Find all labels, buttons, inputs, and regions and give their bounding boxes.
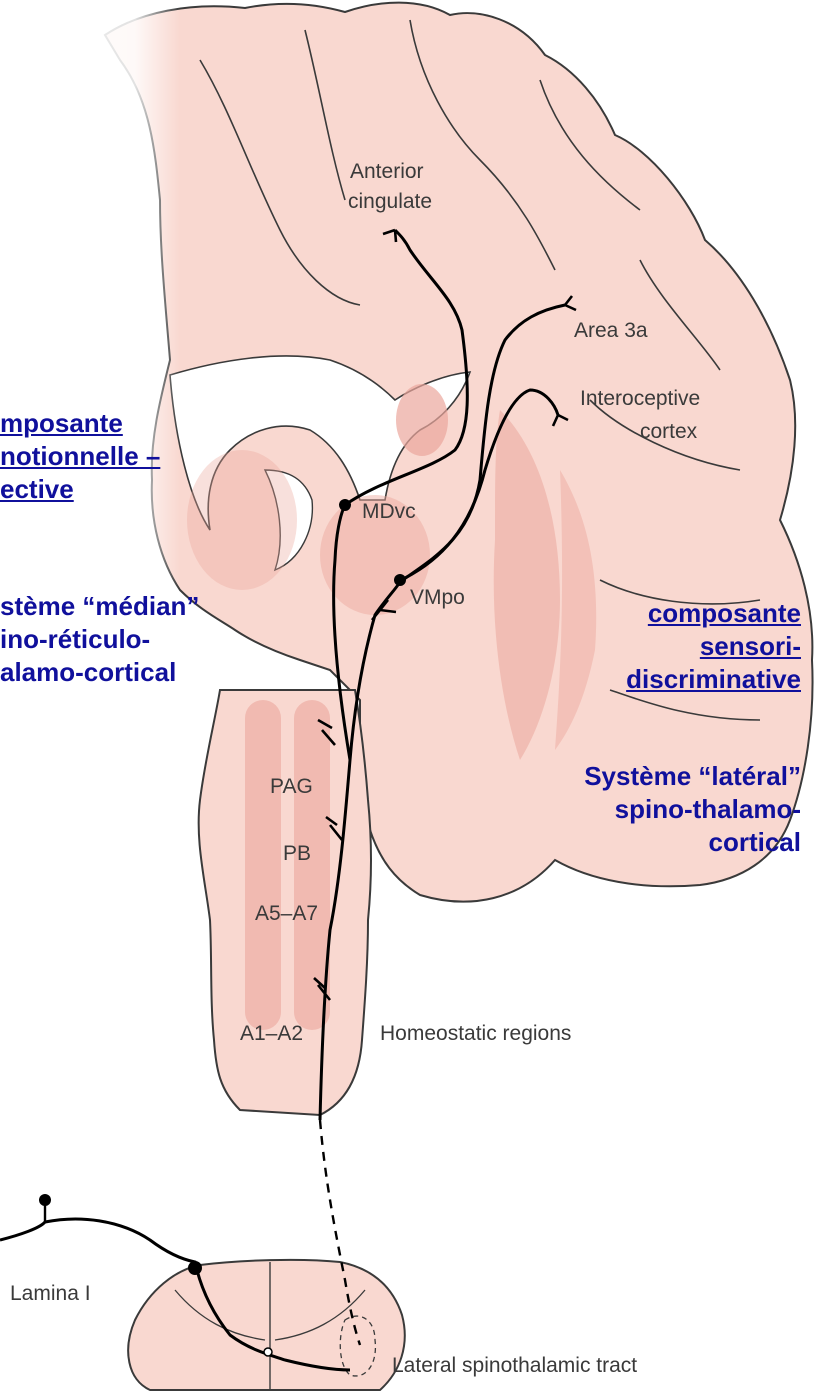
- label-interoceptive-2: cortex: [640, 420, 698, 443]
- label-anterior-cingulate-2: cingulate: [348, 190, 432, 213]
- medial-component-line-1: mposante: [0, 407, 160, 440]
- spinal-cord: [128, 1260, 405, 1390]
- medial-component-line-3: ective: [0, 473, 160, 506]
- brainstem-column-left: [245, 700, 281, 1030]
- lateral-component-line-3: discriminative: [626, 663, 801, 696]
- medial-system-line-2: ino-réticulo-: [0, 623, 199, 656]
- label-lateral-spinothalamic-tract: Lateral spinothalamic tract: [392, 1354, 637, 1377]
- label-interoceptive-1: Interoceptive: [580, 387, 700, 410]
- lamina-neuron: [188, 1261, 202, 1275]
- label-mdvc: MDvc: [362, 500, 416, 523]
- lateral-system-description: Système “latéral” spino-thalamo- cortica…: [584, 760, 801, 859]
- lateral-system-line-2: spino-thalamo-: [584, 793, 801, 826]
- medial-component-line-2: notionnelle –: [0, 440, 160, 473]
- label-area-3a: Area 3a: [574, 319, 648, 342]
- label-pb: PB: [283, 842, 311, 865]
- vmpo-neuron: [394, 574, 406, 586]
- lateral-component-line-2: sensori-: [626, 630, 801, 663]
- label-pag: PAG: [270, 775, 313, 798]
- medial-component-heading: mposante notionnelle – ective: [0, 407, 160, 506]
- lateral-system-line-3: cortical: [584, 826, 801, 859]
- label-vmpo: VMpo: [410, 586, 465, 609]
- lateral-system-line-1: Système “latéral”: [584, 760, 801, 793]
- label-homeostatic-regions: Homeostatic regions: [380, 1022, 571, 1045]
- lateral-component-line-1: composante: [626, 597, 801, 630]
- label-a5-a7: A5–A7: [255, 902, 318, 925]
- label-a1-a2: A1–A2: [240, 1022, 303, 1045]
- lateral-component-heading: composante sensori- discriminative: [626, 597, 801, 696]
- caudate-nucleus: [396, 384, 448, 456]
- label-lamina-i: Lamina I: [10, 1282, 91, 1305]
- medial-system-line-3: alamo-cortical: [0, 656, 199, 689]
- mdvc-neuron: [339, 499, 351, 511]
- medial-system-description: stème “médian” ino-réticulo- alamo-corti…: [0, 590, 199, 689]
- label-anterior-cingulate-1: Anterior: [350, 160, 424, 183]
- medial-system-line-1: stème “médian”: [0, 590, 199, 623]
